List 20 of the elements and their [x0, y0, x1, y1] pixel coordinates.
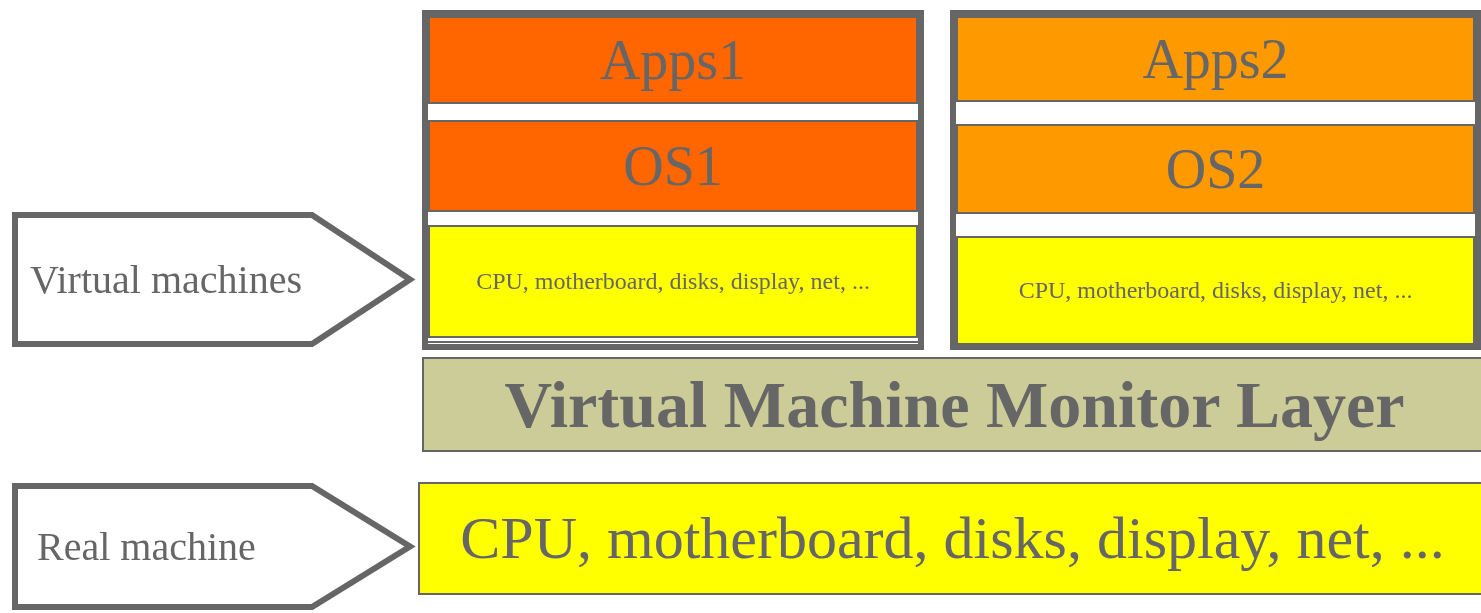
layer-label: Virtual Machine Monitor Layer	[504, 366, 1405, 443]
monitor-layer	[422, 357, 1481, 452]
layer-label: CPU, motherboard, disks, display, net, ...	[460, 504, 1445, 573]
hardware-layer	[428, 225, 918, 338]
apps-layer	[428, 16, 918, 104]
layer-label: Apps1	[599, 28, 747, 92]
layer-label: CPU, motherboard, disks, display, net, ...	[1018, 277, 1413, 304]
virtual-machine-frame	[950, 10, 1481, 350]
layer-label: Real machine	[37, 523, 256, 570]
layer-label: Virtual machines	[30, 256, 302, 303]
layer-label: OS2	[1165, 137, 1266, 201]
os-layer	[428, 120, 918, 212]
hardware-layer	[956, 236, 1475, 345]
apps-layer	[956, 16, 1475, 102]
layer-label: Apps2	[1142, 27, 1289, 91]
os-layer	[956, 124, 1475, 214]
virtual-machine-frame	[422, 10, 924, 350]
hardware-layer	[418, 482, 1481, 595]
layer-label: CPU, motherboard, disks, display, net, ...	[476, 268, 870, 295]
layer-label: OS1	[623, 134, 723, 198]
